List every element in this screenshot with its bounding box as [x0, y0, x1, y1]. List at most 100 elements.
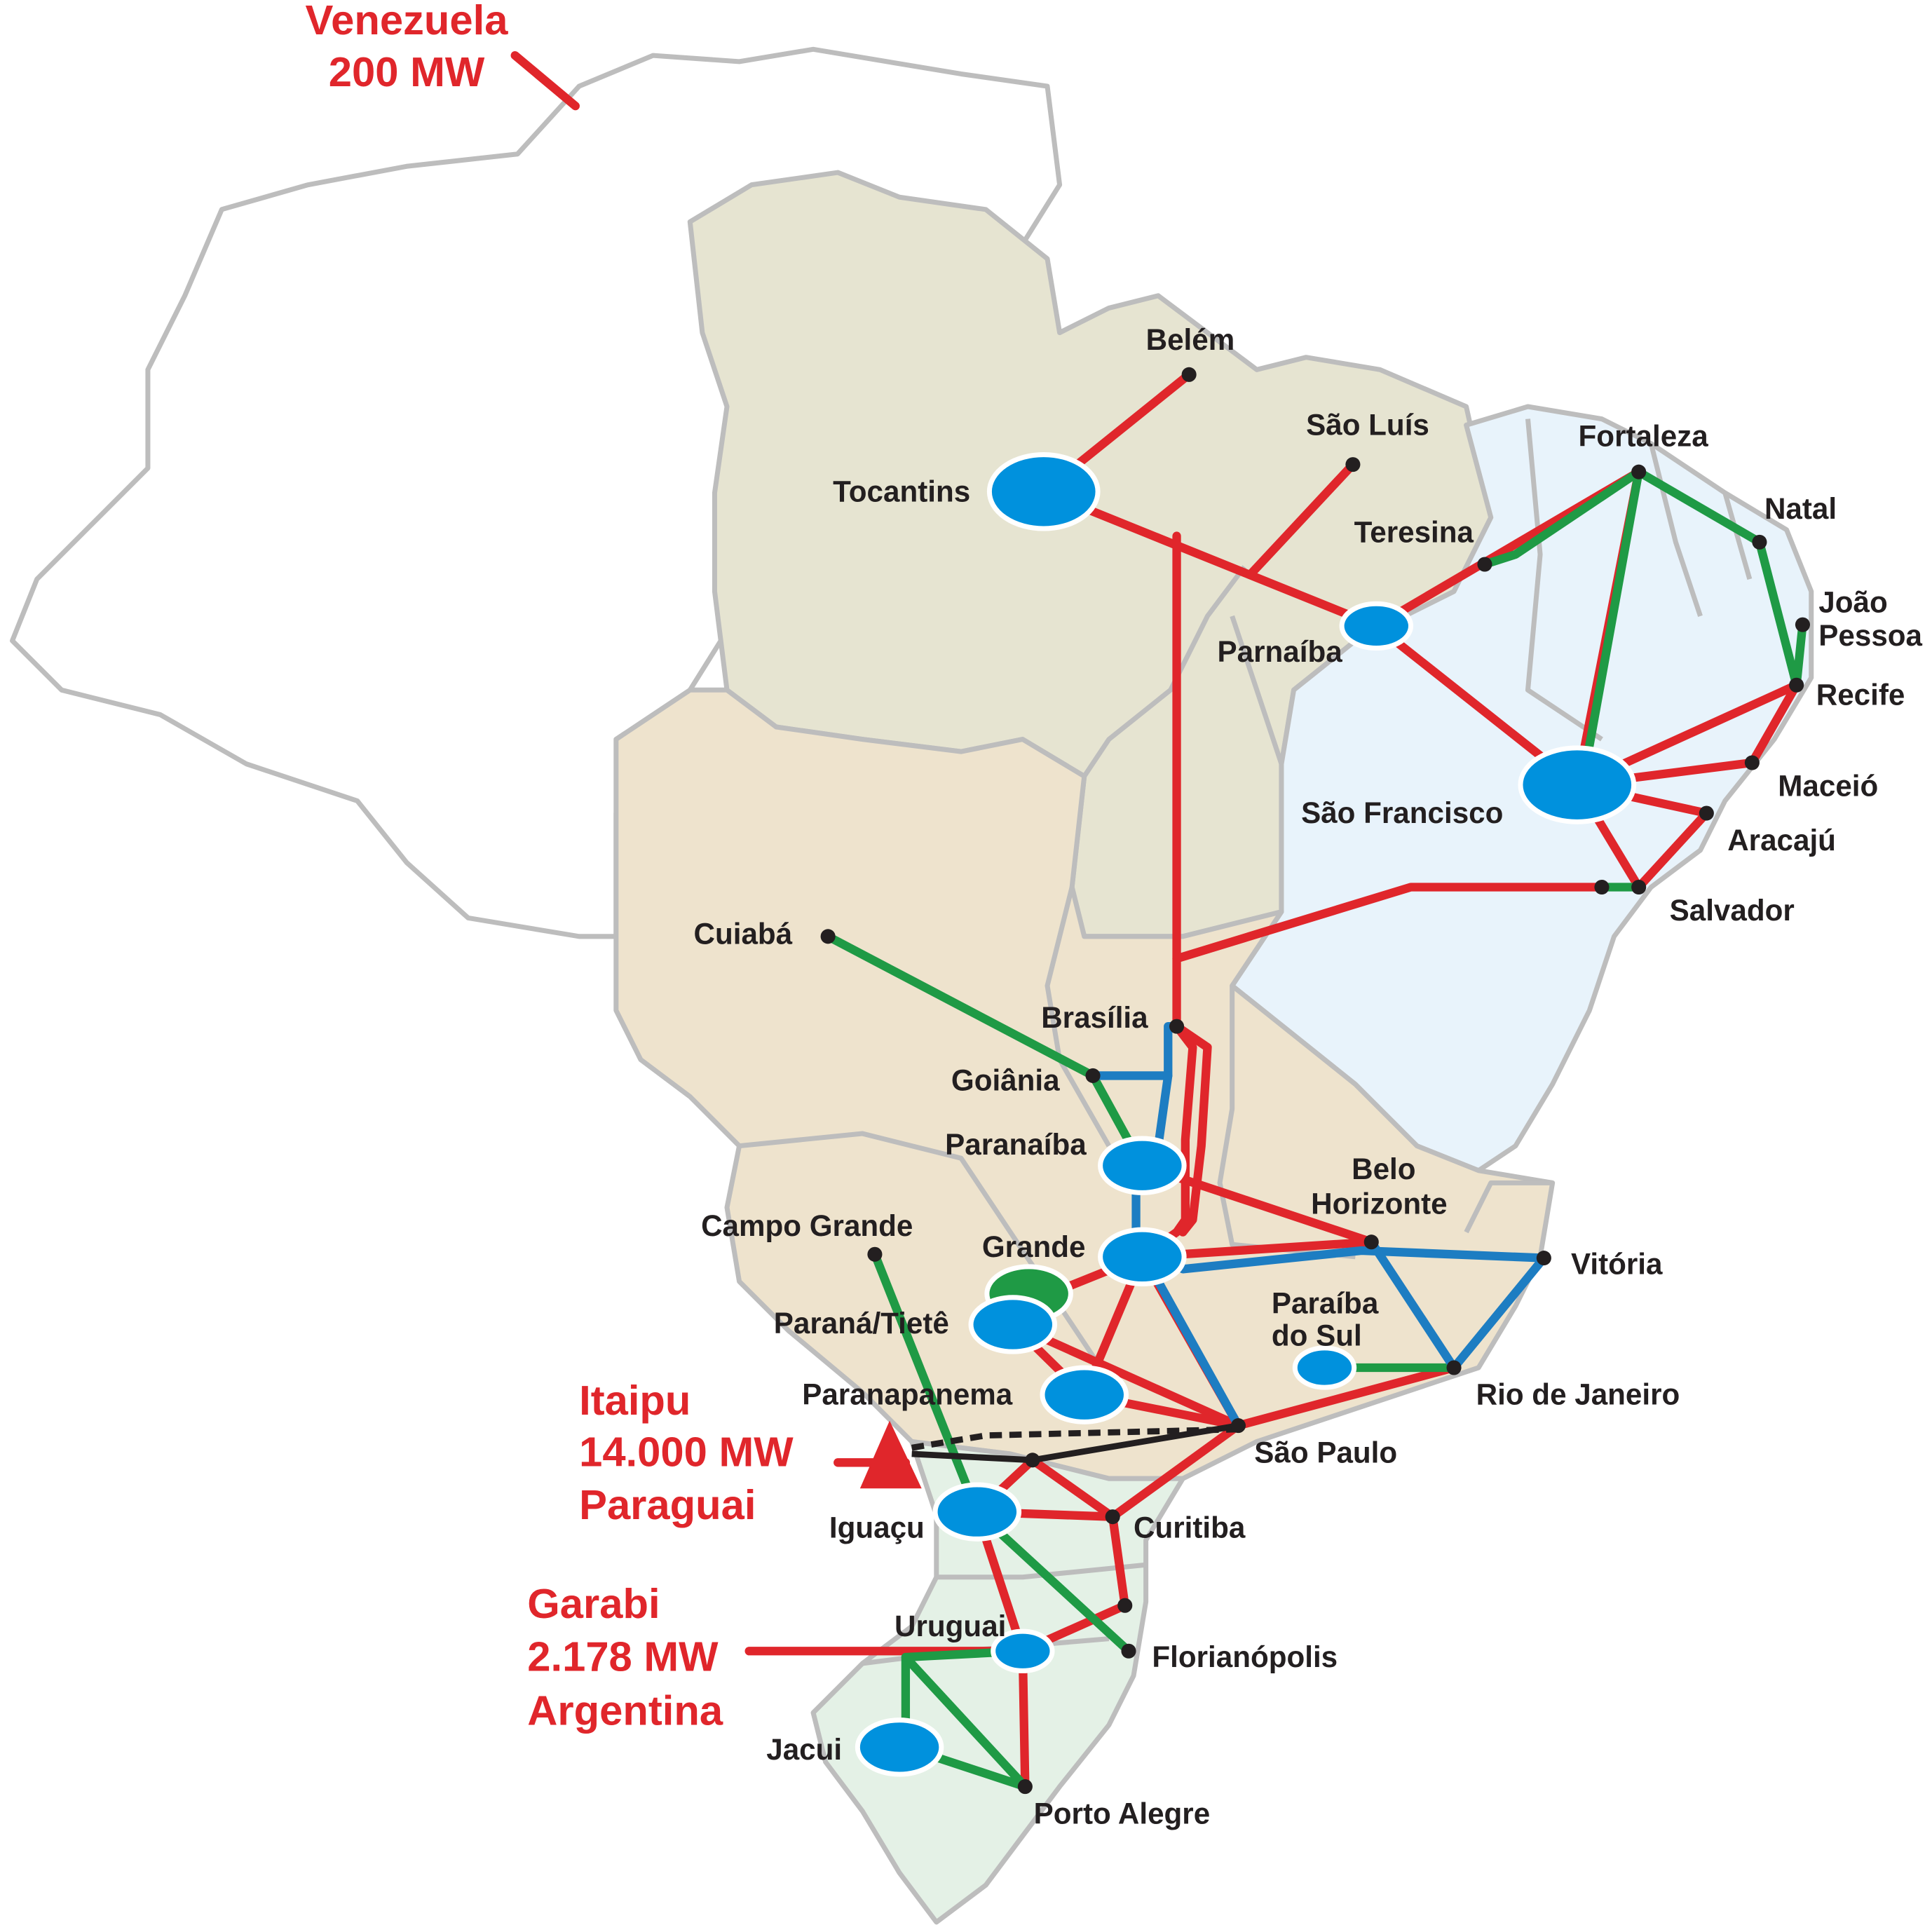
dot-porto-alegre — [1017, 1779, 1033, 1795]
dot-sao-luis — [1345, 457, 1361, 472]
dot-florianopolis-2 — [1121, 1643, 1136, 1659]
itaipu-dam-marker — [859, 1420, 922, 1489]
line-fortaleza-natal-recife — [1634, 468, 1807, 690]
label-city-joao-pessoa-1: João — [1818, 586, 1887, 619]
city-dots — [820, 367, 1810, 1795]
hub-paranaiba — [1098, 1136, 1187, 1195]
label-itaipu-country: Paraguai — [579, 1481, 756, 1528]
dot-sao-paulo — [1230, 1418, 1246, 1434]
label-hub-jacui: Jacui — [766, 1733, 842, 1766]
label-city-belo-horizonte-1: Belo — [1352, 1152, 1415, 1185]
dot-rio-de-janeiro — [1446, 1360, 1462, 1375]
hubs — [855, 452, 1637, 1777]
dot-curitiba — [1105, 1509, 1120, 1525]
line-cuiaba-goiania — [823, 932, 1098, 1080]
label-city-maceio: Maceió — [1778, 769, 1878, 802]
label-venezuela-mw: 200 MW — [329, 48, 485, 95]
label-hub-iguacu: Iguaçu — [829, 1511, 925, 1544]
dot-aracaju — [1699, 805, 1714, 821]
hub-uruguai — [991, 1628, 1055, 1673]
label-city-brasilia: Brasília — [1041, 1001, 1148, 1034]
label-itaipu: Itaipu — [579, 1377, 691, 1424]
label-hub-parnaiba: Parnaíba — [1218, 635, 1343, 668]
state-borders — [739, 419, 1753, 1666]
label-city-sao-paulo: São Paulo — [1254, 1436, 1397, 1469]
line-sf-fortaleza-g — [1585, 468, 1643, 750]
dot-maceio — [1744, 755, 1760, 770]
dot-recife — [1789, 677, 1804, 693]
region-south — [810, 1438, 1185, 1925]
dot-teresina — [1477, 557, 1492, 572]
line-pt-sp — [1008, 1320, 1243, 1430]
label-city-porto-alegre: Porto Alegre — [1034, 1797, 1211, 1830]
line-jacui-triangle — [901, 1652, 1030, 1791]
line-sao-luis — [1246, 460, 1358, 579]
line-uruguai-portoalegre — [1018, 1647, 1030, 1791]
label-venezuela: Venezuela — [306, 0, 509, 43]
label-hub-paranaiba: Paranaíba — [945, 1128, 1087, 1161]
label-city-sao-luis: São Luís — [1306, 408, 1429, 441]
line-campogrande-iguacu — [870, 1250, 981, 1516]
label-hub-paraiba-do-sul-1: Paraíba — [1272, 1287, 1379, 1320]
label-hub-parana-tiete: Paraná/Tietê — [774, 1307, 949, 1340]
label-city-cuiaba: Cuiabá — [694, 917, 793, 950]
label-hub-paraiba-do-sul-2: do Sul — [1272, 1319, 1362, 1352]
label-hub-sao-francisco: São Francisco — [1301, 796, 1503, 829]
hub-grande — [1098, 1227, 1187, 1286]
label-city-salvador: Salvador — [1670, 894, 1795, 927]
label-city-vitoria: Vitória — [1571, 1247, 1663, 1280]
line-maceio-recife — [1748, 681, 1801, 768]
line-brasilia-salvador — [1172, 883, 1607, 963]
dot-belo-horizonte — [1363, 1234, 1379, 1250]
line-sp-curitiba — [1108, 1421, 1243, 1521]
dot-salvador-2 — [1631, 879, 1647, 895]
label-city-fortaleza: Fortaleza — [1579, 419, 1709, 452]
hub-sao-francisco — [1518, 745, 1637, 824]
labels: Venezuela 200 MW Itaipu 14.000 MW Paragu… — [306, 0, 1923, 1830]
label-city-joao-pessoa-2: Pessoa — [1818, 619, 1922, 652]
hub-tocantins — [986, 452, 1101, 531]
label-hub-uruguai: Uruguai — [894, 1610, 1006, 1642]
dot-fortaleza — [1631, 464, 1647, 479]
dot-salvador-1 — [1594, 879, 1610, 895]
line-curitiba-florianopolis — [1108, 1512, 1129, 1610]
hub-parana-tiete — [968, 1295, 1058, 1354]
label-city-rio-de-janeiro: Rio de Janeiro — [1476, 1378, 1680, 1411]
dot-goiania — [1085, 1068, 1101, 1083]
label-city-belo-horizonte-2: Horizonte — [1311, 1187, 1447, 1220]
label-itaipu-mw: 14.000 MW — [579, 1429, 794, 1476]
line-brasilia-paranaiba-b — [1154, 1071, 1173, 1150]
line-venezuela — [510, 50, 580, 111]
hub-parnaiba — [1339, 601, 1414, 651]
line-brasilia-grande-2 — [1172, 1021, 1212, 1237]
label-garabi-country: Argentina — [527, 1687, 723, 1734]
dot-brasilia — [1169, 1019, 1185, 1034]
dot-joao-pessoa — [1795, 617, 1810, 632]
label-hub-grande: Grande — [982, 1230, 1086, 1263]
line-sp-rio — [1234, 1363, 1459, 1430]
label-city-florianopolis: Florianópolis — [1152, 1640, 1338, 1673]
hub-iguacu — [932, 1482, 1022, 1542]
label-city-teresina: Teresina — [1354, 515, 1474, 548]
line-itaipu-dc-dashed — [911, 1426, 1239, 1451]
line-tocantins-parnaiba — [1039, 487, 1381, 631]
dot-belem — [1181, 367, 1197, 382]
line-grande-bh-vitoria-b — [1178, 1246, 1549, 1274]
label-hub-paranapanema: Paranapanema — [802, 1378, 1013, 1411]
line-grande-sp-b — [1154, 1277, 1243, 1430]
label-garabi-mw: 2.178 MW — [527, 1633, 719, 1680]
label-city-curitiba: Curitiba — [1134, 1511, 1246, 1544]
hub-paraiba-do-sul — [1292, 1345, 1357, 1390]
label-city-campo-grande: Campo Grande — [701, 1209, 913, 1242]
dot-cuiaba — [820, 929, 836, 944]
hub-jacui — [855, 1717, 944, 1777]
dot-vitoria — [1536, 1251, 1551, 1266]
label-city-natal: Natal — [1764, 492, 1837, 525]
label-city-recife: Recife — [1816, 678, 1905, 711]
dot-iguacu-node — [1025, 1453, 1040, 1468]
hub-paranapanema — [1040, 1365, 1129, 1424]
label-garabi: Garabi — [527, 1580, 660, 1627]
label-city-aracaju: Aracajú — [1727, 824, 1836, 857]
label-city-goiania: Goiânia — [951, 1064, 1060, 1097]
